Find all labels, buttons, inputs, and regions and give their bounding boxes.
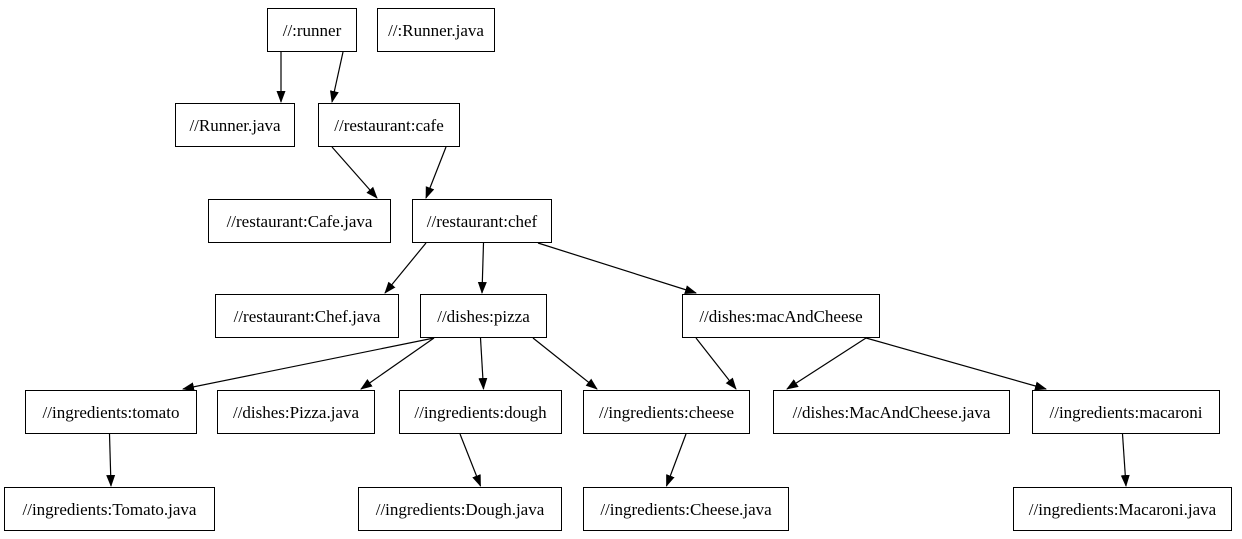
- node-dough-java: //ingredients:Dough.java: [358, 487, 562, 531]
- edge-cafe-to-chef: [425, 146, 447, 199]
- node-macaroni-java-label: //ingredients:Macaroni.java: [1028, 499, 1217, 519]
- edge-cafe-to-cafe-java: [331, 146, 378, 199]
- node-pizza: //dishes:pizza: [420, 294, 547, 338]
- node-runner-java: //Runner.java: [175, 103, 295, 147]
- node-pizza-java: //dishes:Pizza.java: [217, 390, 375, 434]
- edge-dough-to-dough-java: [459, 433, 482, 487]
- node-chef-java: //restaurant:Chef.java: [215, 294, 399, 338]
- node-macandcheese-label: //dishes:macAndCheese: [699, 306, 863, 326]
- node-dough: //ingredients:dough: [399, 390, 562, 434]
- node-pizza-java-label: //dishes:Pizza.java: [232, 402, 360, 422]
- node-runner-label: //:runner: [282, 20, 342, 40]
- node-runner: //:runner: [267, 8, 357, 52]
- edge-macandcheese-to-macaroni: [865, 337, 1047, 391]
- node-cheese-java: //ingredients:Cheese.java: [583, 487, 789, 531]
- node-tomato-label: //ingredients:tomato: [42, 402, 180, 422]
- node-pizza-label: //dishes:pizza: [437, 306, 530, 326]
- edge-runner-to-cafe: [329, 51, 344, 103]
- node-macaroni-java: //ingredients:Macaroni.java: [1013, 487, 1232, 531]
- node-macaroni: //ingredients:macaroni: [1032, 390, 1220, 434]
- node-macandcheese: //dishes:macAndCheese: [682, 294, 880, 338]
- node-chef-java-label: //restaurant:Chef.java: [233, 306, 381, 326]
- node-cheese: //ingredients:cheese: [583, 390, 750, 434]
- edge-macandcheese-to-cheese: [695, 337, 737, 390]
- edge-chef-to-pizza: [477, 242, 487, 294]
- node-macandcheese-java-label: //dishes:MacAndCheese.java: [792, 402, 991, 422]
- node-cafe-java: //restaurant:Cafe.java: [208, 199, 391, 243]
- edge-pizza-to-cheese: [532, 337, 598, 390]
- node-dough-java-label: //ingredients:Dough.java: [375, 499, 545, 519]
- node-macaroni-label: //ingredients:macaroni: [1049, 402, 1203, 422]
- node-cafe-label: //restaurant:cafe: [334, 115, 444, 135]
- node-tomato-java-label: //ingredients:Tomato.java: [22, 499, 197, 519]
- node-colon-runner-java-label: //:Runner.java: [388, 20, 484, 40]
- node-runner-java-label: //Runner.java: [189, 115, 281, 135]
- edge-tomato-to-tomato-java: [106, 433, 116, 487]
- node-colon-runner-java: //:Runner.java: [377, 8, 495, 52]
- node-chef-label: //restaurant:chef: [426, 211, 538, 231]
- node-cheese-label: //ingredients:cheese: [598, 402, 734, 422]
- edge-macaroni-to-macaroni-java: [1120, 433, 1130, 487]
- edge-pizza-to-dough: [478, 337, 488, 390]
- node-chef: //restaurant:chef: [412, 199, 552, 243]
- edge-chef-to-macandcheese: [537, 242, 697, 294]
- node-tomato: //ingredients:tomato: [25, 390, 197, 434]
- node-tomato-java: //ingredients:Tomato.java: [4, 487, 215, 531]
- node-cafe-java-label: //restaurant:Cafe.java: [226, 211, 373, 231]
- edge-macandcheese-to-macandcheese-java: [786, 337, 867, 390]
- edge-pizza-to-tomato: [182, 337, 435, 392]
- edge-chef-to-chef-java: [384, 242, 427, 294]
- node-dough-label: //ingredients:dough: [414, 402, 547, 422]
- edge-pizza-to-pizza-java: [360, 337, 435, 390]
- node-cheese-java-label: //ingredients:Cheese.java: [600, 499, 772, 519]
- edge-cheese-to-cheese-java: [665, 433, 687, 487]
- node-macandcheese-java: //dishes:MacAndCheese.java: [773, 390, 1010, 434]
- node-cafe: //restaurant:cafe: [318, 103, 460, 147]
